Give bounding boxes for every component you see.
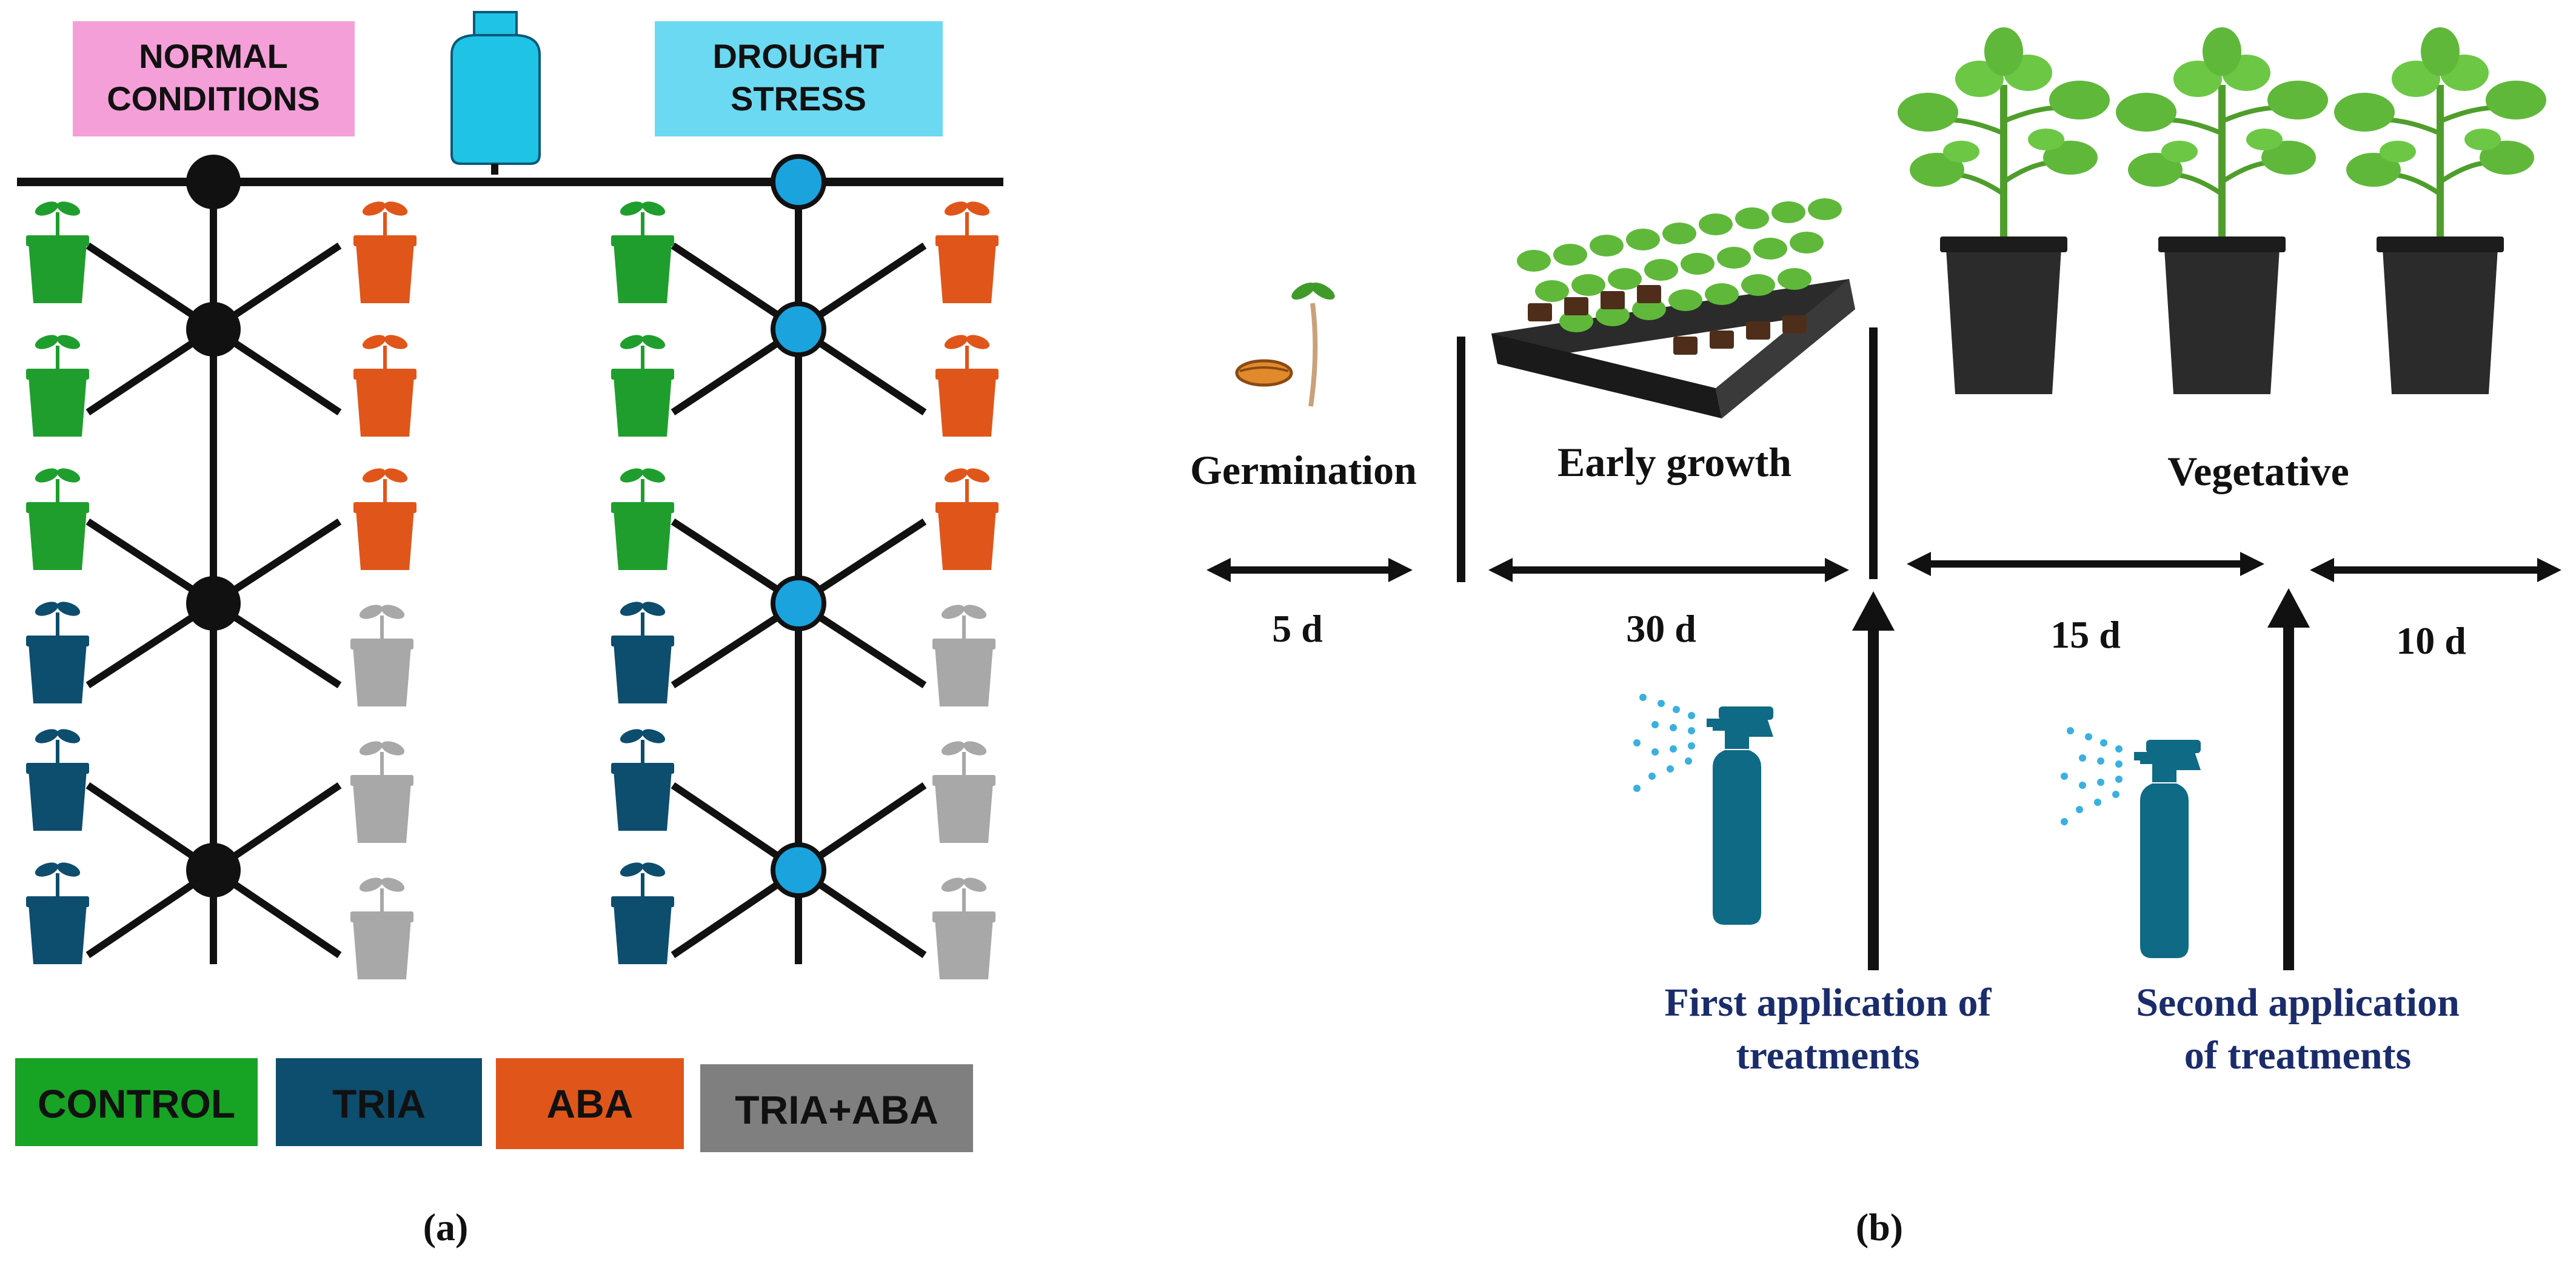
panel-a: NORMAL CONDITIONS DROUGHT STRESS (15, 11, 1003, 1249)
stage-germination-label: Germination (1190, 447, 1417, 493)
legend-tria-box (276, 1058, 482, 1146)
drought-node-3 (771, 842, 826, 898)
normal-pots-left (26, 199, 89, 964)
pot-aba (353, 332, 417, 437)
pot-tria-aba (350, 739, 413, 843)
pot-tria-aba (350, 875, 413, 979)
spray-bottle-icon (2061, 727, 2201, 958)
panel-b: Germination Early growth Vegetative 5 d … (1190, 27, 2561, 1249)
drought-pots-left (611, 199, 674, 964)
drought-nodes (771, 154, 826, 898)
vegetative-plant-icon (1898, 27, 2110, 394)
drought-node-2 (771, 575, 826, 631)
duration-arrows (1206, 552, 2561, 582)
drought-pots-right (932, 199, 999, 979)
legend-aba-box (496, 1058, 684, 1149)
normal-node-top (186, 155, 241, 209)
water-container-icon (450, 11, 541, 175)
application-arrows (1852, 588, 2310, 970)
pot-tria (611, 726, 674, 831)
pot-tria (26, 860, 89, 964)
normal-node-1 (186, 302, 241, 357)
pot-control (611, 199, 674, 303)
pot-tria (611, 599, 674, 703)
normal-pots-right (350, 199, 417, 979)
vegetative-plant-icon (2334, 27, 2546, 394)
panel-a-caption: (a) (423, 1206, 469, 1249)
normal-nodes (186, 155, 241, 897)
vegetative-plant-icon (2116, 27, 2328, 394)
duration-10d: 10 d (2396, 619, 2466, 662)
drought-stress-label-line1: DROUGHT (712, 37, 884, 75)
normal-conditions-label-line1: NORMAL (139, 37, 288, 75)
spray-bottle-icon (1633, 694, 1773, 925)
seedling-tray-icon (1491, 198, 1855, 418)
pot-aba (353, 199, 417, 303)
pot-control (611, 332, 674, 437)
seedling-icon (1291, 283, 1335, 407)
pot-control (26, 199, 89, 303)
drought-stress-box (655, 21, 943, 136)
second-application-arrow (2283, 622, 2294, 970)
second-application-label-line1: Second application (2136, 981, 2460, 1025)
seed-icon (1235, 359, 1293, 387)
legend-tria-label: TRIA (332, 1081, 426, 1126)
legend-control-label: CONTROL (38, 1081, 235, 1126)
first-application-label-line2: treatments (1736, 1033, 1920, 1078)
panel-b-caption: (b) (1856, 1206, 1903, 1249)
duration-30d: 30 d (1626, 607, 1696, 650)
duration-15d: 15 d (2050, 613, 2121, 656)
pot-aba (353, 466, 417, 570)
pot-aba (935, 199, 999, 303)
drought-node-top (771, 154, 826, 210)
normal-node-3 (186, 843, 241, 897)
pot-tria-aba (350, 602, 413, 706)
stage-early-growth-label: Early growth (1557, 439, 1791, 485)
legend-tria-aba-box (700, 1064, 973, 1152)
normal-node-2 (186, 576, 241, 631)
legend-control-box (15, 1058, 258, 1146)
legend-aba-label: ABA (547, 1081, 634, 1126)
pot-tria (611, 860, 674, 964)
stage-vegetative-label: Vegetative (2167, 448, 2349, 494)
pot-control (26, 332, 89, 437)
pot-aba (935, 466, 999, 570)
pot-tria (26, 726, 89, 831)
duration-5d: 5 d (1272, 607, 1323, 650)
pot-tria (26, 599, 89, 703)
pot-tria-aba (932, 602, 995, 706)
pot-tria-aba (932, 739, 995, 843)
pot-control (611, 466, 674, 570)
first-application-label-line1: First application of (1665, 981, 1992, 1025)
legend-tria-aba-label: TRIA+ABA (735, 1087, 938, 1132)
normal-conditions-box (73, 21, 355, 136)
pot-control (26, 466, 89, 570)
second-application-label-line2: of treatments (2184, 1033, 2411, 1078)
pot-tria-aba (932, 875, 995, 979)
pot-aba (935, 332, 999, 437)
normal-conditions-label-line2: CONDITIONS (107, 79, 320, 118)
drought-node-1 (771, 301, 826, 357)
legend: CONTROL TRIA ABA TRIA+ABA (15, 1058, 973, 1152)
first-application-arrow (1868, 625, 1879, 970)
drought-stress-label-line2: STRESS (731, 79, 866, 118)
